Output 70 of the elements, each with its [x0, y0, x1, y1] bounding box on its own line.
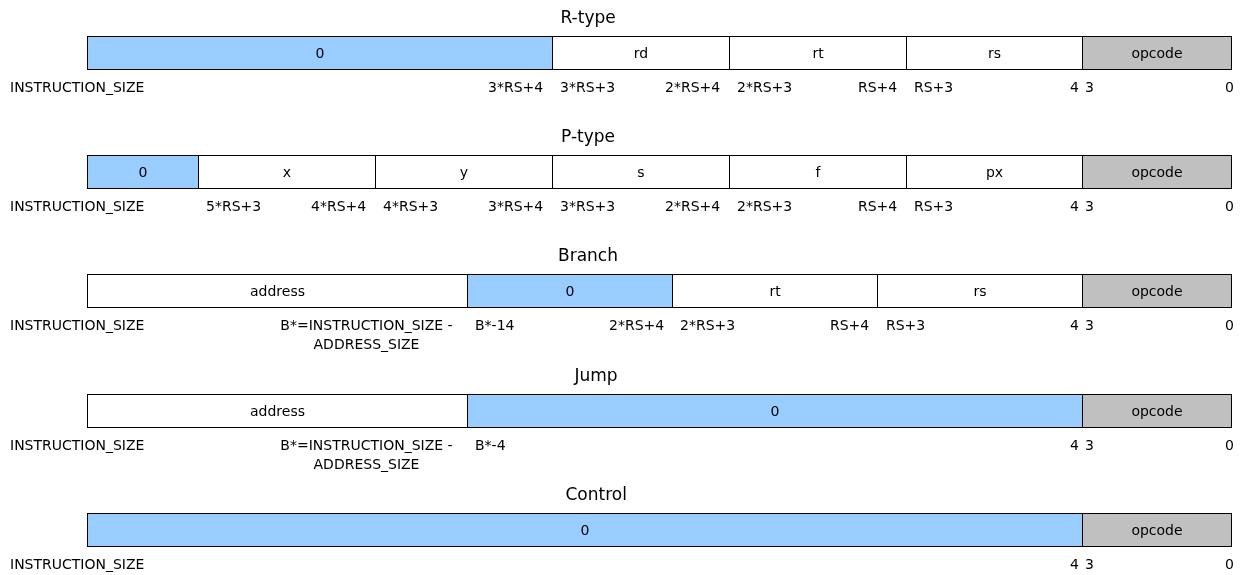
bit-position-label: 2*RS+3 [680, 316, 736, 335]
bit-position-label: 4 [1070, 197, 1079, 216]
bit-position-label: 0 [1225, 78, 1234, 97]
bit-position-label: 3*RS+4 [488, 78, 544, 97]
bit-position-label: 3*RS+3 [560, 78, 616, 97]
bit-position-label: 3*RS+3 [560, 197, 616, 216]
bit-position-formula: B*=INSTRUCTION_SIZE - ADDRESS_SIZE [279, 316, 454, 354]
bit-field-box: rt [729, 36, 907, 70]
bit-position-label: 5*RS+3 [206, 197, 262, 216]
bit-position-label: 4*RS+3 [383, 197, 439, 216]
bit-field-box: 0 [467, 274, 673, 308]
bit-position-label: INSTRUCTION_SIZE [10, 197, 145, 216]
bit-position-label: RS+3 [914, 197, 954, 216]
bit-field-box: 0 [87, 155, 199, 189]
bit-position-label: INSTRUCTION_SIZE [10, 316, 145, 335]
format-title: Control [565, 484, 627, 504]
bit-field-box: opcode [1082, 394, 1232, 428]
bit-position-label: 2*RS+4 [665, 78, 721, 97]
bit-position-label: B*-14 [475, 316, 515, 335]
bit-position-label: 4*RS+4 [311, 197, 367, 216]
bit-field-box: address [87, 274, 468, 308]
bit-position-label: 0 [1225, 316, 1234, 335]
bit-field-box: opcode [1082, 513, 1232, 547]
bit-position-formula: B*=INSTRUCTION_SIZE - ADDRESS_SIZE [279, 436, 454, 474]
bit-field-box: rs [906, 36, 1083, 70]
bit-position-label: INSTRUCTION_SIZE [10, 555, 145, 574]
bit-field-box: rd [552, 36, 730, 70]
bit-field-box: rt [672, 274, 878, 308]
bit-field-box: y [375, 155, 553, 189]
bit-position-label: 4 [1070, 78, 1079, 97]
bit-position-label: 3 [1085, 555, 1094, 574]
bit-position-label: 4 [1070, 316, 1079, 335]
bit-field-box: opcode [1082, 36, 1232, 70]
format-title: Branch [558, 245, 618, 265]
format-title: P-type [561, 126, 615, 146]
bit-position-label: B*-4 [475, 436, 506, 455]
bit-field-box: 0 [87, 513, 1083, 547]
bit-field-box: opcode [1082, 155, 1232, 189]
bit-position-label: INSTRUCTION_SIZE [10, 436, 145, 455]
bit-position-label: 3 [1085, 436, 1094, 455]
format-title: R-type [560, 7, 616, 27]
bit-position-label: RS+4 [830, 316, 870, 335]
bit-position-label: 0 [1225, 197, 1234, 216]
bit-position-label: RS+4 [858, 78, 898, 97]
bit-position-label: 2*RS+3 [737, 78, 793, 97]
bit-position-label: 0 [1225, 436, 1234, 455]
bit-position-label: 2*RS+4 [609, 316, 665, 335]
bit-position-label: RS+3 [886, 316, 926, 335]
bit-position-label: 3 [1085, 316, 1094, 335]
bit-field-box: x [198, 155, 376, 189]
bit-field-box: 0 [87, 36, 553, 70]
bit-position-label: 3*RS+4 [488, 197, 544, 216]
bit-position-label: 2*RS+3 [737, 197, 793, 216]
bit-position-label: 3 [1085, 78, 1094, 97]
bit-field-box: opcode [1082, 274, 1232, 308]
format-title: Jump [574, 365, 618, 385]
bit-field-box: address [87, 394, 468, 428]
bit-field-box: rs [877, 274, 1083, 308]
bit-field-box: f [729, 155, 907, 189]
bit-field-box: s [552, 155, 730, 189]
bit-position-label: INSTRUCTION_SIZE [10, 78, 145, 97]
bit-position-label: 4 [1070, 555, 1079, 574]
bit-position-label: 2*RS+4 [665, 197, 721, 216]
bit-position-label: 4 [1070, 436, 1079, 455]
bit-position-label: RS+3 [914, 78, 954, 97]
bit-field-box: px [906, 155, 1083, 189]
bit-field-box: 0 [467, 394, 1083, 428]
bit-position-label: 3 [1085, 197, 1094, 216]
bit-position-label: 0 [1225, 555, 1234, 574]
bit-position-label: RS+4 [858, 197, 898, 216]
